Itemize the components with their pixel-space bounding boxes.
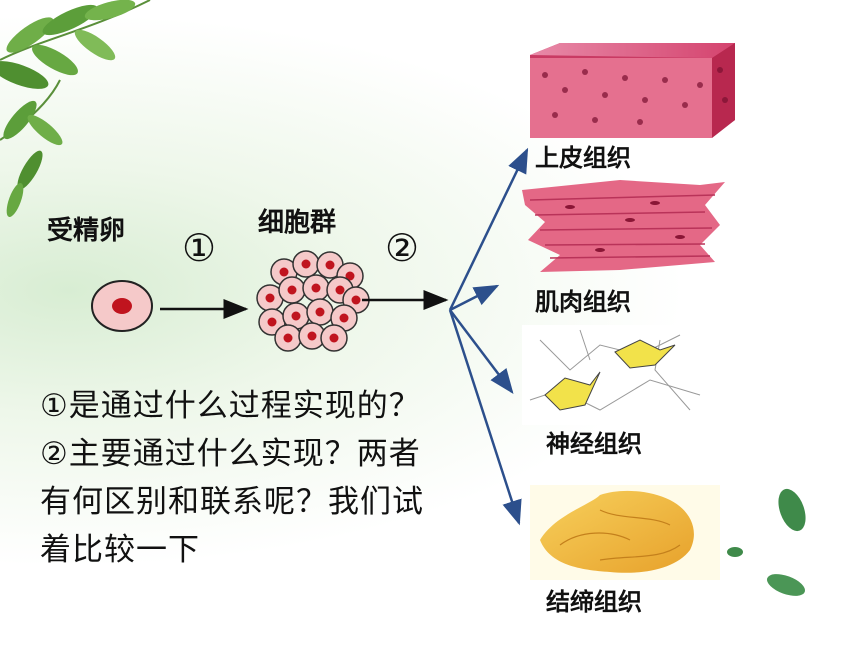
epithelial-tissue-image xyxy=(530,43,735,138)
connective-tissue-label: 结缔组织 xyxy=(546,588,642,616)
cluster-cell-nucleus xyxy=(351,295,361,305)
epithelial-tissue-label: 上皮组织 xyxy=(535,144,631,172)
cluster-cell-nucleus xyxy=(267,317,277,327)
cluster-cell-nucleus xyxy=(265,293,275,303)
step-one-marker: ① xyxy=(182,226,217,270)
cluster-cell-nucleus xyxy=(345,271,355,281)
question-text: ①是通过什么过程实现的？②主要通过什么实现？两者有何区别和联系呢？我们试着比较一… xyxy=(40,388,424,568)
cluster-cell-nucleus xyxy=(325,260,335,270)
cluster-cell-nucleus xyxy=(279,267,289,277)
cell-cluster xyxy=(256,250,370,352)
nerve-tissue-label: 神经组织 xyxy=(546,430,642,458)
cluster-cell-nucleus xyxy=(291,311,301,321)
cluster-cell-nucleus xyxy=(335,285,345,295)
cluster-cell-nucleus xyxy=(329,333,339,343)
cluster-cell-nucleus xyxy=(283,333,293,343)
cluster-cell-nucleus xyxy=(301,259,311,269)
cluster-cell-nucleus xyxy=(287,285,297,295)
cell-cluster-label: 细胞群 xyxy=(258,208,337,238)
cluster-cell-nucleus xyxy=(311,283,321,293)
step-two-marker: ② xyxy=(385,226,420,270)
muscle-tissue-image xyxy=(522,180,725,272)
zygote-cell xyxy=(91,280,153,332)
muscle-tissue-label: 肌肉组织 xyxy=(535,288,631,316)
nerve-tissue-image xyxy=(522,325,712,425)
branch-arrows xyxy=(448,147,529,526)
cluster-cell-nucleus xyxy=(315,307,325,317)
connective-tissue-image xyxy=(530,485,720,580)
fern-leaf-decoration xyxy=(0,0,151,218)
leaf-decoration-bottom-right xyxy=(727,488,806,596)
cluster-cell-nucleus xyxy=(307,331,317,341)
cluster-cell-nucleus xyxy=(339,313,349,323)
zygote-label: 受精卵 xyxy=(47,216,126,246)
